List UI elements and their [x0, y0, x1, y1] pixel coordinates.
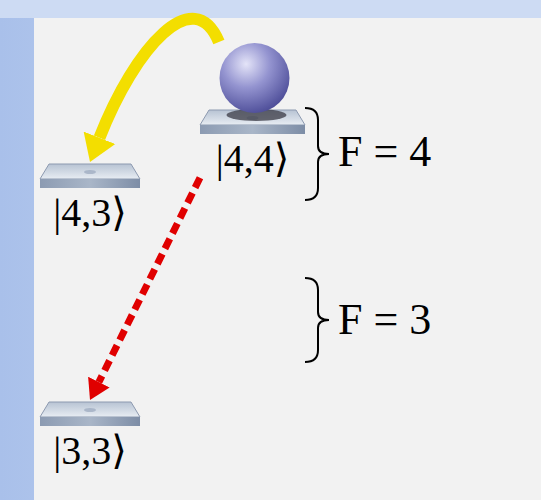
state-platform: |4,4⟩ — [200, 42, 305, 182]
platform-dimple — [84, 408, 96, 412]
platform-front — [200, 125, 305, 134]
top-band — [0, 0, 541, 18]
state-label: |4,3⟩ — [40, 190, 140, 236]
panel — [34, 18, 541, 500]
state-label: |4,4⟩ — [200, 136, 305, 182]
hyperfine-label: F = 3 — [338, 296, 431, 344]
platform-front — [40, 179, 140, 188]
platform-dimple — [84, 170, 96, 174]
state-platform: |4,3⟩ — [40, 162, 140, 236]
state-label: |3,3⟩ — [40, 428, 140, 474]
brace — [305, 108, 329, 200]
platform-top — [40, 164, 140, 179]
state-platform: |3,3⟩ — [40, 400, 140, 474]
platform-art — [200, 42, 305, 138]
platform-art — [40, 400, 140, 430]
atom-sphere — [220, 43, 290, 113]
platform-top — [40, 402, 140, 417]
platform-front — [40, 417, 140, 426]
platform-art — [40, 162, 140, 192]
transfer-arrow — [99, 19, 218, 138]
hyperfine-label: F = 4 — [338, 128, 431, 176]
brace — [305, 278, 329, 362]
